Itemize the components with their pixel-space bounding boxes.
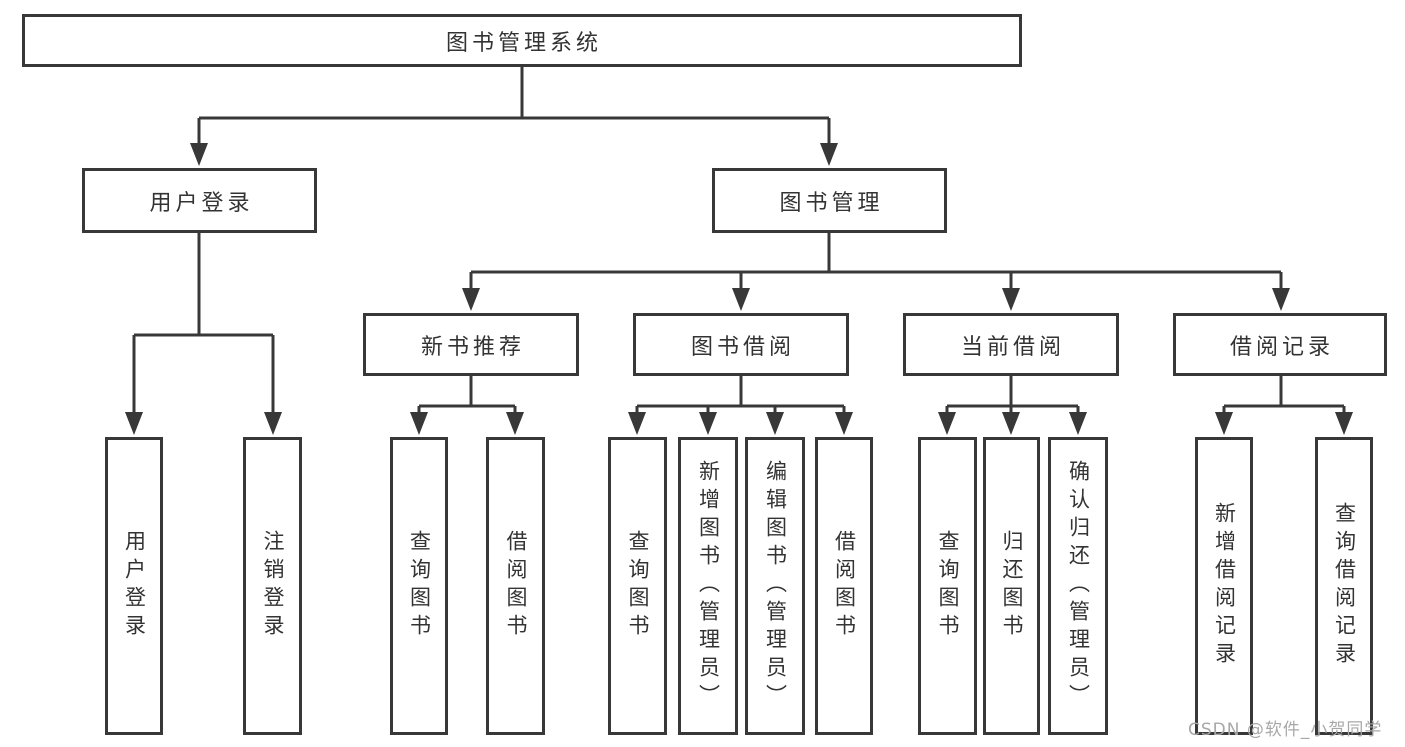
leaf-user-login: 用户登录 — [105, 437, 163, 735]
leaf-recommend-borrow-books: 借阅图书 — [486, 437, 545, 735]
node-borrow-records: 借阅记录 — [1173, 313, 1387, 376]
node-library-system: 图书管理系统 — [22, 14, 1022, 67]
leaf-records-add: 新增借阅记录 — [1195, 437, 1253, 735]
leaf-borrow-borrow-books: 借阅图书 — [815, 437, 873, 735]
leaf-borrow-edit-books-admin: 编辑图书（管理员） — [745, 437, 805, 735]
leaf-recommend-query-books: 查询图书 — [390, 437, 448, 735]
watermark: CSDN @软件_小贺同学 — [1188, 720, 1383, 740]
leaf-logout: 注销登录 — [243, 437, 302, 735]
leaf-current-confirm-return-admin: 确认归还（管理员） — [1048, 437, 1108, 735]
node-new-book-recommend: 新书推荐 — [363, 313, 579, 376]
leaf-borrow-query-books: 查询图书 — [608, 437, 667, 735]
leaf-borrow-add-books-admin: 新增图书（管理员） — [678, 437, 738, 735]
leaf-current-query-books: 查询图书 — [918, 437, 977, 735]
node-book-management: 图书管理 — [712, 168, 947, 233]
leaf-records-query: 查询借阅记录 — [1315, 437, 1373, 735]
node-current-borrow: 当前借阅 — [903, 313, 1119, 376]
leaf-current-return-books: 归还图书 — [983, 437, 1040, 735]
node-user-login: 用户登录 — [82, 168, 317, 233]
node-book-borrow: 图书借阅 — [633, 313, 849, 376]
